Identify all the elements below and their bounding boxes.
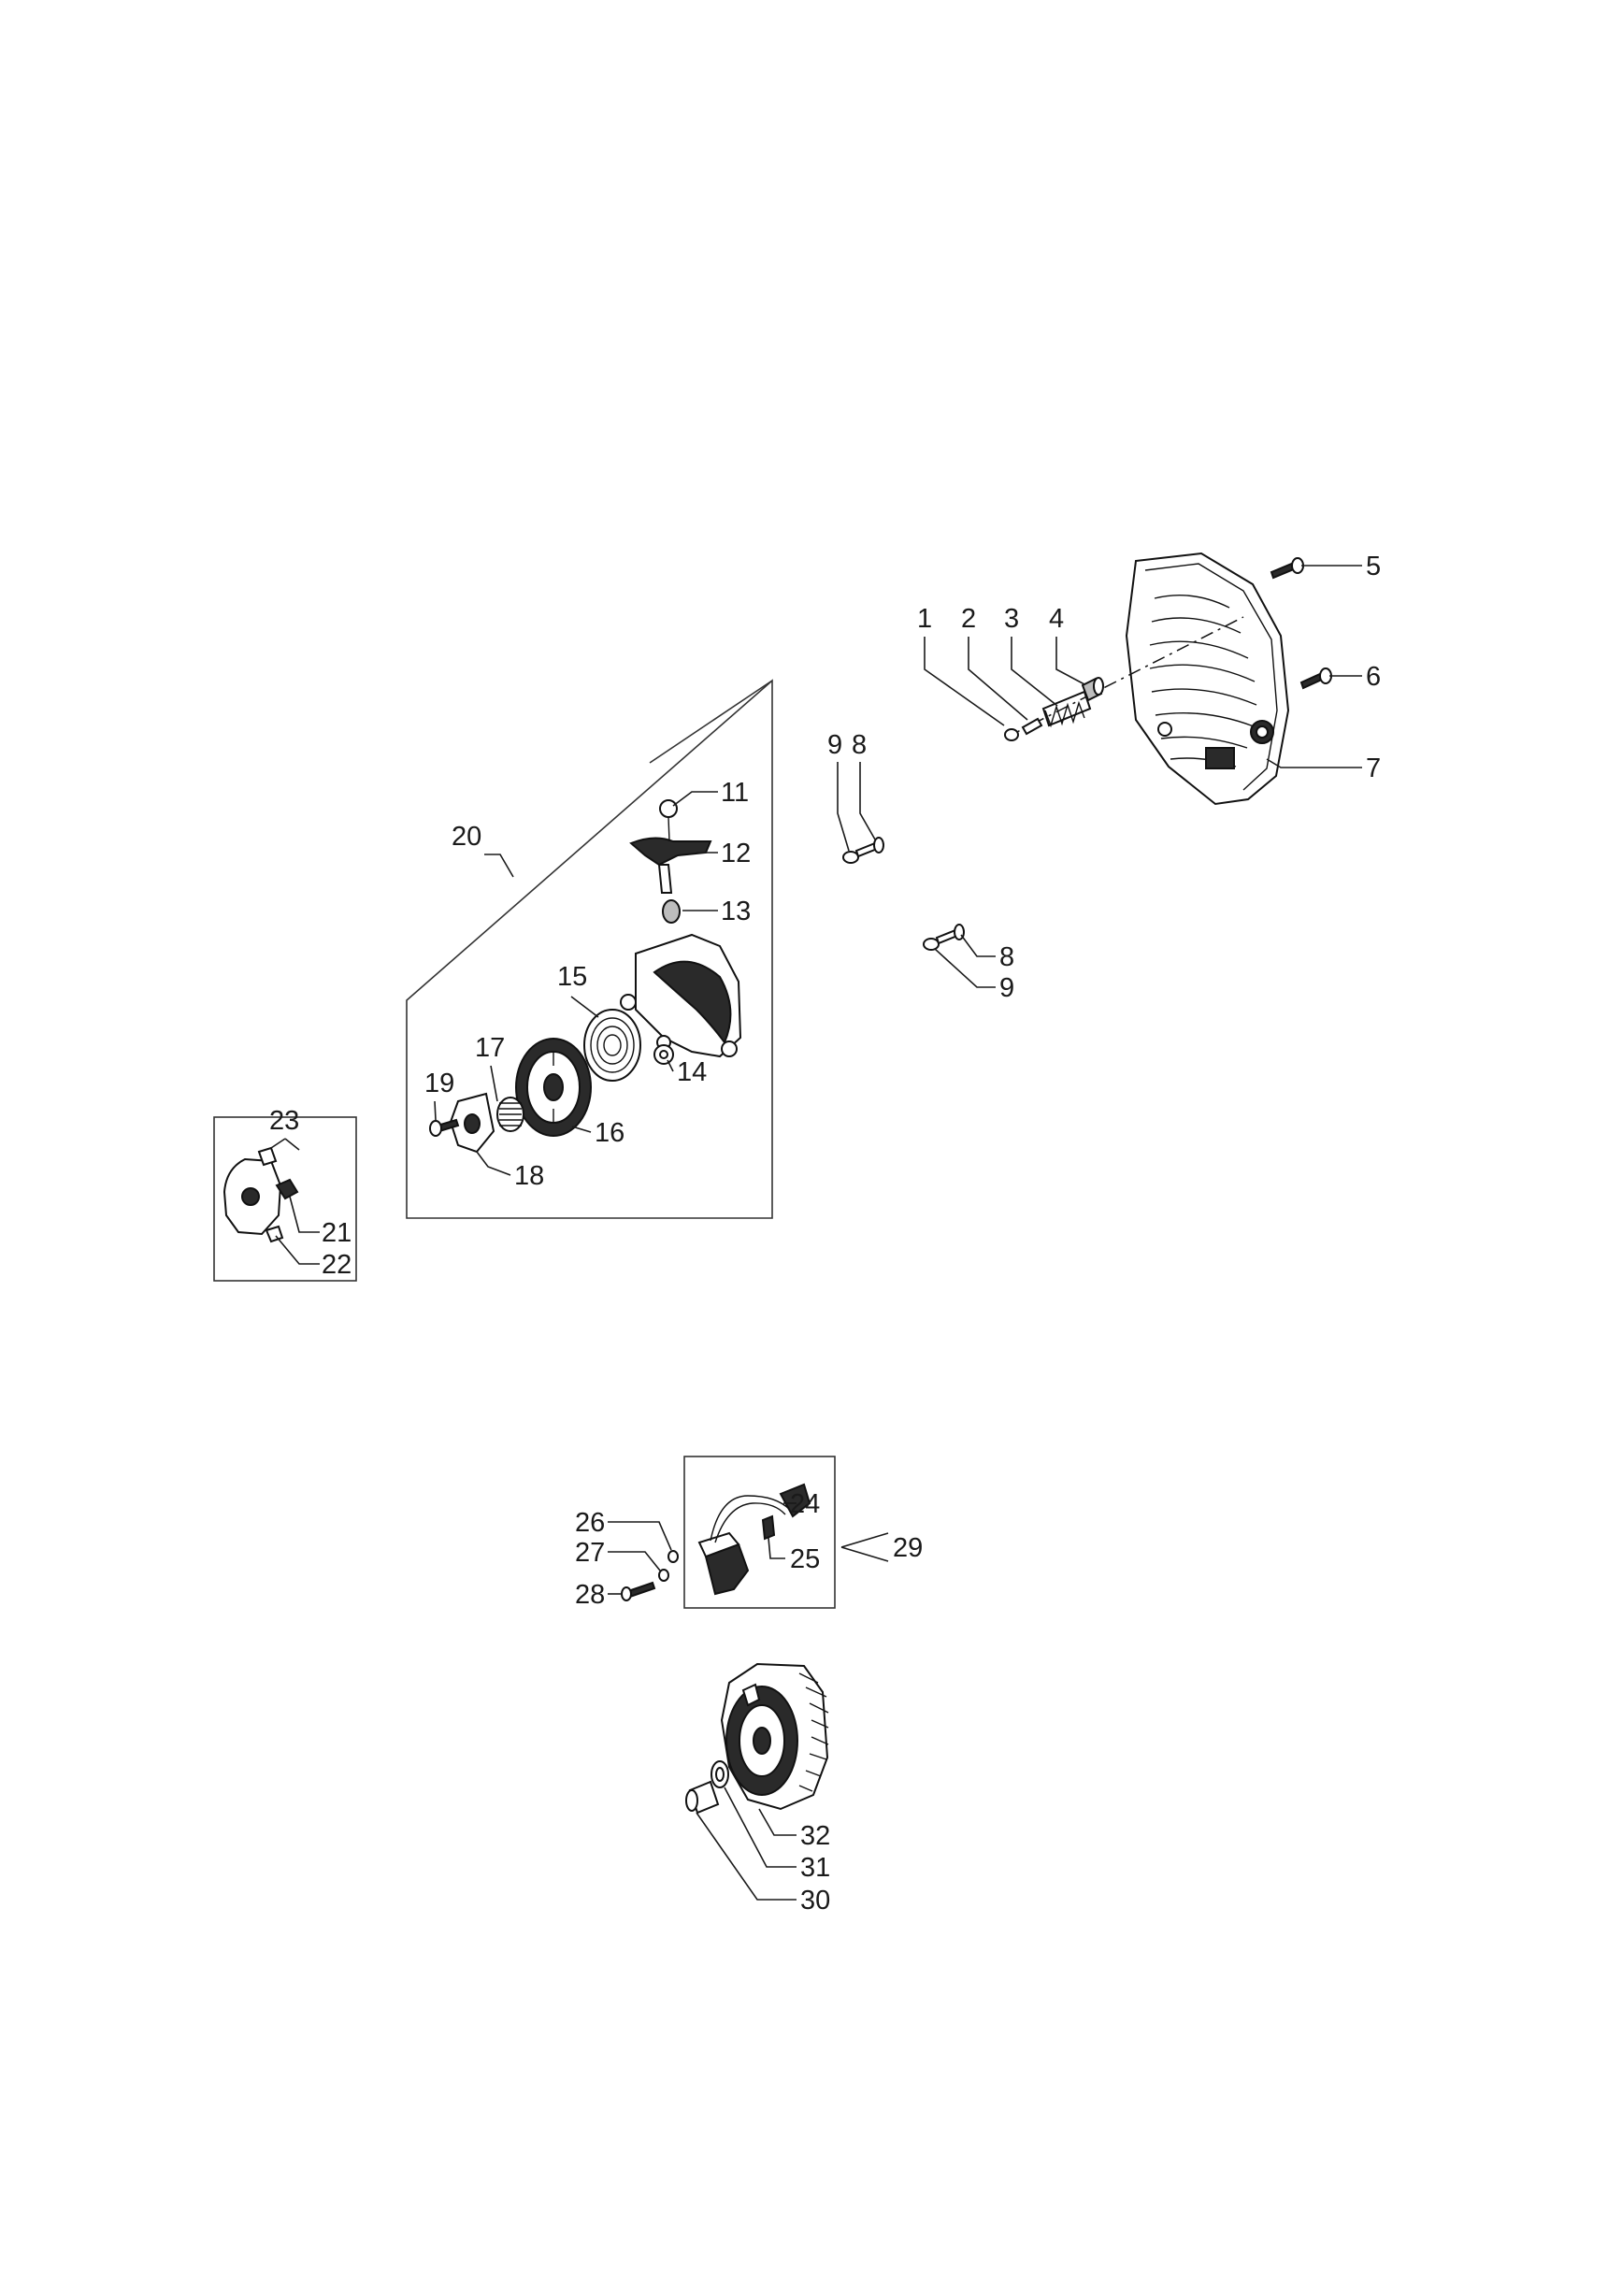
callout-7: 7 xyxy=(1366,753,1381,783)
pawl-spring-part-17 xyxy=(496,1097,524,1132)
spring-part-3 xyxy=(1041,690,1092,728)
callout-13: 13 xyxy=(721,897,751,926)
callout-31: 31 xyxy=(800,1853,830,1883)
pawl-kit-hub xyxy=(222,1146,299,1243)
callout-1: 1 xyxy=(917,604,932,634)
callout-8-lower: 8 xyxy=(999,942,1014,972)
washer-part-27 xyxy=(658,1569,669,1582)
callout-5: 5 xyxy=(1366,552,1381,581)
callout-22: 22 xyxy=(322,1250,352,1280)
screw-part-19 xyxy=(429,1118,460,1137)
callout-26: 26 xyxy=(575,1508,605,1538)
callout-24: 24 xyxy=(790,1489,820,1519)
starter-handle-part-12 xyxy=(629,837,712,894)
callout-23: 23 xyxy=(269,1106,299,1136)
callout-29: 29 xyxy=(893,1533,923,1563)
sleeve-part-30 xyxy=(685,1780,720,1815)
starter-assembly-frame-inner xyxy=(649,680,773,764)
pin-part-2 xyxy=(1021,717,1043,736)
callout-labels: 1 2 3 4 5 6 7 9 8 8 9 11 12 13 14 15 16 … xyxy=(269,552,1381,1916)
flywheel-part-32 xyxy=(720,1662,829,1811)
assembly-axis-line xyxy=(1007,616,1244,738)
rope-knot-part-11 xyxy=(659,799,678,842)
spark-plug-spring-part-25 xyxy=(761,1514,776,1541)
callout-20: 20 xyxy=(452,822,481,852)
callout-8-upper: 8 xyxy=(852,730,867,760)
recoil-spring-part-15 xyxy=(583,1009,641,1082)
callout-11: 11 xyxy=(721,778,749,808)
callout-32: 32 xyxy=(800,1821,830,1851)
callout-6: 6 xyxy=(1366,662,1381,692)
screw-part-28 xyxy=(621,1581,656,1601)
callout-18: 18 xyxy=(514,1161,544,1191)
bushing-part-4 xyxy=(1081,677,1104,702)
fan-housing-cover xyxy=(1125,552,1290,806)
callout-16: 16 xyxy=(595,1118,624,1148)
callout-14: 14 xyxy=(677,1057,707,1087)
callout-4: 4 xyxy=(1049,604,1064,634)
washer-part-26 xyxy=(667,1550,679,1563)
callout-27: 27 xyxy=(575,1538,605,1568)
callout-9-lower: 9 xyxy=(999,973,1014,1003)
rope-pulley-part-16 xyxy=(515,1038,592,1137)
callout-19: 19 xyxy=(424,1069,454,1098)
callout-28: 28 xyxy=(575,1580,605,1610)
callout-3: 3 xyxy=(1004,604,1019,634)
callout-9-upper: 9 xyxy=(827,730,842,760)
callout-2: 2 xyxy=(961,604,976,634)
callout-12: 12 xyxy=(721,839,751,868)
callout-21: 21 xyxy=(322,1218,352,1248)
washer-part-31 xyxy=(711,1760,729,1788)
callout-30: 30 xyxy=(800,1886,830,1916)
ignition-coil xyxy=(697,1483,811,1596)
callout-17: 17 xyxy=(475,1033,505,1063)
rope-insert-part-13 xyxy=(662,899,681,924)
leader-lines xyxy=(270,565,1362,1901)
pawl-kit-frame xyxy=(213,1116,357,1282)
pawl-part-18 xyxy=(449,1092,495,1154)
ignition-coil-frame xyxy=(683,1456,836,1609)
washer-part-14 xyxy=(653,1044,674,1065)
callout-25: 25 xyxy=(790,1544,820,1574)
screw-part-6 xyxy=(1299,667,1332,690)
callout-15: 15 xyxy=(557,962,587,992)
bolt-washer-upper xyxy=(842,837,884,864)
bolt-washer-lower xyxy=(923,924,965,951)
starter-housing xyxy=(620,933,742,1058)
washer-part-1 xyxy=(1004,728,1019,741)
starter-assembly-frame xyxy=(406,679,773,1219)
screw-part-5 xyxy=(1270,557,1304,580)
